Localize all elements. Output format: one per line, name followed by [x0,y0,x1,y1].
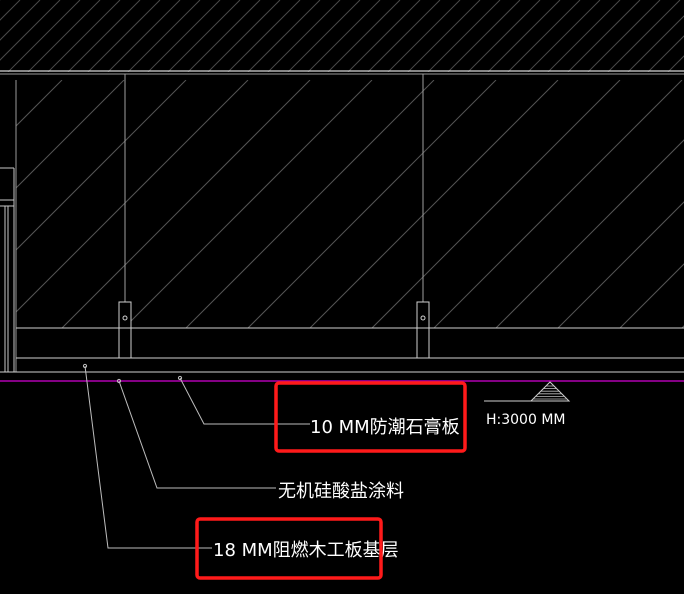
hatch-line [367,0,441,72]
hatch-line [16,80,63,127]
hatch-line [307,0,381,72]
elevation-label: H:3000 MM [486,412,565,428]
hatch-line [527,0,601,72]
elevation-marker-fill [533,385,567,400]
leader-wood-base [82,363,212,549]
hatch-line [185,80,435,328]
hatch-line [267,0,341,72]
hatch-line [287,0,361,72]
hatch-line [67,0,141,72]
hatch-line [587,0,661,72]
hatch-line [427,0,501,72]
hatch-line [247,0,321,72]
hatch-line [407,0,481,72]
hatch-line [7,0,81,72]
hatch-line [147,0,221,72]
hatch-line [507,0,581,72]
hatch-line [227,0,301,72]
hatch-line [547,0,621,72]
leader-silicate-coating [116,378,276,489]
hatch-line [16,80,125,189]
hatch-line [47,0,121,72]
hatch-line [247,80,497,328]
hatch-line [347,0,421,72]
hatch-line [0,0,41,41]
hatch-line [607,0,681,72]
hatch-line [619,263,684,328]
ceiling-void-hatch [16,80,684,328]
label-wood-base: 18 MM阻燃木工板基层 [213,540,399,561]
highlight-box-wood-base [195,517,383,580]
hatch-line [0,0,61,61]
hatch-line [557,201,684,328]
hanger-bracket-left [118,301,132,359]
label-silicate-coating: 无机硅酸盐涂料 [278,481,404,502]
highlight-box-gypsum [274,381,467,453]
hatch-line [467,0,541,72]
hatch-line [61,80,311,328]
hanger-bracket-right [416,301,430,359]
slab-hatch [0,0,684,72]
hatch-line [487,0,561,72]
hatch-line [16,80,249,313]
hatch-line [327,0,401,72]
hatch-line [123,80,373,328]
hatch-line [567,0,641,72]
hatch-line [371,80,621,328]
hatch-line [433,80,683,328]
hatch-line [667,55,684,72]
hatch-line [447,0,521,72]
hatch-line [16,80,187,251]
hatch-line [627,15,684,72]
hatch-line [647,35,684,72]
hatch-line [495,139,684,328]
hatch-line [387,0,461,72]
label-gypsum-board: 10 MM防潮石膏板 [310,416,460,438]
hatch-line [167,0,241,72]
elevation-marker [484,381,571,402]
hatch-line [0,0,21,21]
hatch-line [309,80,559,328]
left-wall-section [0,80,17,372]
hatch-line [207,0,281,72]
hatch-line [127,0,201,72]
hatch-line [87,0,161,72]
hatch-line [187,0,261,72]
hatch-line [27,0,101,72]
hatch-line [107,0,181,72]
